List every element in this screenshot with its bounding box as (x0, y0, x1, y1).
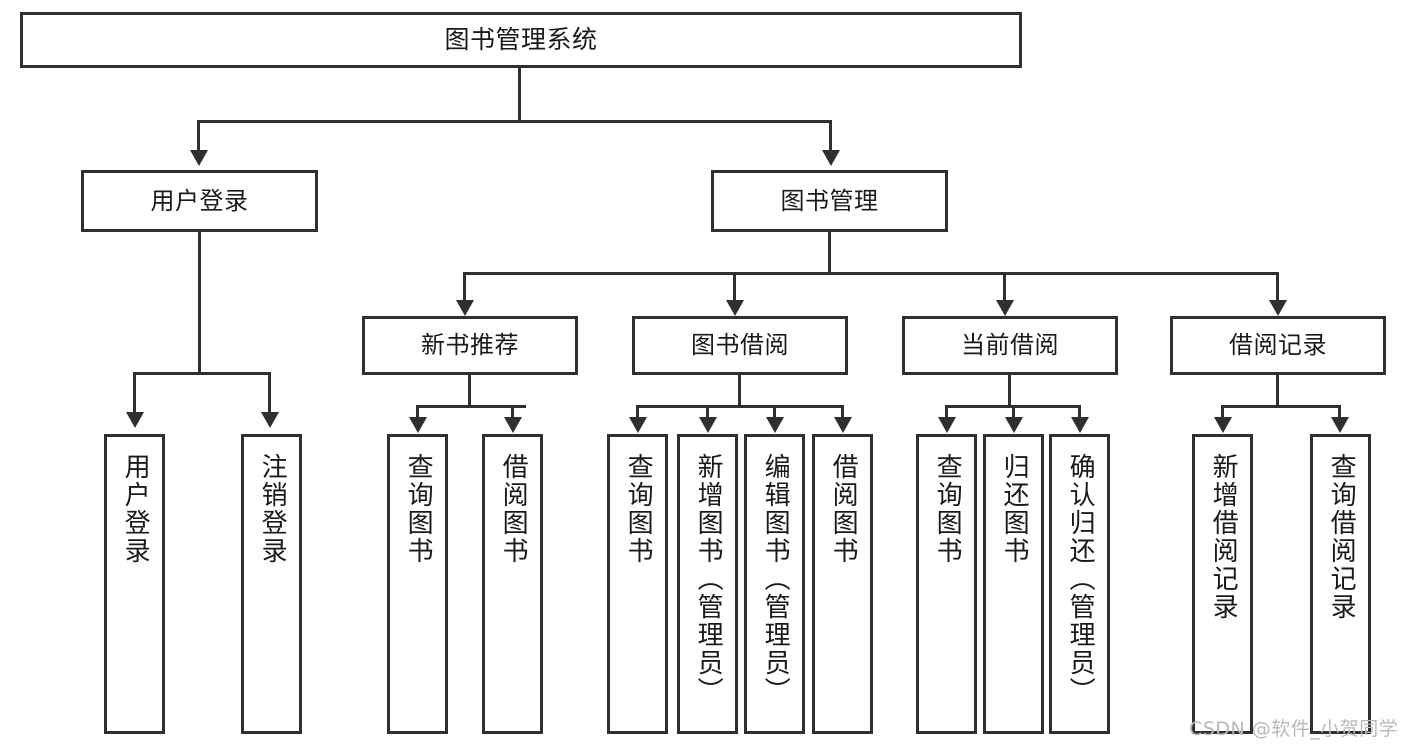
node-label: 借阅图书 (498, 453, 529, 565)
node-new-book-recommend[interactable]: 新书推荐 (362, 316, 578, 375)
edge-level3-bus (463, 272, 1279, 275)
arrowhead-to-borrow-record (1269, 300, 1287, 316)
edge-borrow-record-bus (1221, 405, 1341, 408)
edge-book-borrow-bus (636, 405, 844, 408)
csdn-watermark: CSDN @软件_小贺同学 (1189, 718, 1399, 740)
node-leaf-add-borrow-record[interactable]: 新增借阅记录 (1192, 434, 1253, 734)
arrowhead-to-book-borrow (726, 300, 744, 316)
edge-bb-to-leaf4 (841, 405, 844, 417)
node-leaf-add-book-admin[interactable]: 新增图书（管理员） (677, 434, 738, 734)
node-label: 新增图书（管理员） (693, 453, 724, 705)
edge-book-management-stem (828, 232, 831, 274)
edge-root-to-book-management (829, 120, 832, 150)
edge-borrow-record-stem (1276, 375, 1279, 407)
edge-cb-to-leaf3 (1078, 405, 1081, 417)
node-leaf-user-login[interactable]: 用户登录 (104, 434, 165, 734)
edge-current-borrow-bus (945, 405, 1078, 408)
arrowhead-bb-to-leaf4 (834, 417, 852, 433)
arrowhead-bb-to-leaf3 (766, 417, 784, 433)
node-label: 用户登录 (150, 186, 249, 215)
edge-to-new-book-recommend (463, 272, 466, 300)
arrowhead-user-login-to-leaf1 (126, 412, 144, 428)
arrowhead-cb-to-leaf3 (1071, 417, 1089, 433)
arrowhead-cb-to-leaf2 (1005, 417, 1023, 433)
edge-root-stem (518, 68, 521, 120)
edge-new-book-recommend-stem (468, 375, 471, 407)
edge-user-login-bus (133, 372, 270, 375)
edge-bb-to-leaf3 (773, 405, 776, 417)
edge-user-login-stem (198, 232, 201, 374)
node-label: 查询图书 (623, 453, 654, 565)
node-leaf-edit-book-admin[interactable]: 编辑图书（管理员） (744, 434, 805, 734)
node-leaf-query-book-recommend[interactable]: 查询图书 (387, 434, 448, 734)
edge-bb-to-leaf1 (636, 405, 639, 417)
edge-book-borrow-stem (738, 375, 741, 407)
arrowhead-bb-to-leaf1 (629, 417, 647, 433)
edge-new-book-recommend-bus (416, 405, 526, 408)
node-leaf-return-book[interactable]: 归还图书 (983, 434, 1044, 734)
node-label: 编辑图书（管理员） (760, 453, 791, 705)
node-label: 查询图书 (932, 453, 963, 565)
node-borrow-record[interactable]: 借阅记录 (1170, 316, 1386, 375)
arrowhead-root-to-book-management (822, 150, 840, 166)
node-label: 图书管理系统 (444, 25, 598, 55)
node-leaf-borrow-book-recommend[interactable]: 借阅图书 (482, 434, 543, 734)
edge-nbr-to-leaf1 (416, 405, 419, 417)
edge-br-to-leaf2 (1338, 405, 1341, 417)
edge-user-login-to-leaf1 (133, 372, 136, 412)
node-label: 查询图书 (403, 453, 434, 565)
arrowhead-to-new-book-recommend (456, 300, 474, 316)
arrowhead-user-login-to-leaf2 (261, 412, 279, 428)
arrowhead-bb-to-leaf2 (699, 417, 717, 433)
node-book-management[interactable]: 图书管理 (711, 170, 948, 232)
edge-to-current-borrow (1003, 272, 1006, 300)
edge-cb-to-leaf1 (945, 405, 948, 417)
arrowhead-to-current-borrow (996, 300, 1014, 316)
node-label: 借阅记录 (1229, 331, 1327, 360)
edge-br-to-leaf1 (1221, 405, 1224, 417)
node-leaf-logout[interactable]: 注销登录 (241, 434, 302, 734)
node-label: 确认归还（管理员） (1065, 453, 1096, 705)
node-label: 借阅图书 (828, 453, 859, 565)
edge-root-bus (197, 120, 832, 123)
node-label: 查询借阅记录 (1326, 453, 1357, 621)
node-leaf-query-book-current[interactable]: 查询图书 (916, 434, 977, 734)
node-label: 用户登录 (120, 453, 151, 565)
node-leaf-confirm-return-admin[interactable]: 确认归还（管理员） (1049, 434, 1110, 734)
node-root-system[interactable]: 图书管理系统 (20, 12, 1022, 68)
arrowhead-br-to-leaf1 (1214, 417, 1232, 433)
node-label: 归还图书 (999, 453, 1030, 565)
node-label: 新增借阅记录 (1208, 453, 1239, 621)
arrowhead-cb-to-leaf1 (938, 417, 956, 433)
node-leaf-query-borrow-record[interactable]: 查询借阅记录 (1310, 434, 1371, 734)
node-leaf-borrow-book[interactable]: 借阅图书 (812, 434, 873, 734)
node-label: 图书借阅 (691, 331, 789, 360)
edge-nbr-to-leaf2 (511, 405, 514, 417)
edge-root-to-user-login (197, 120, 200, 150)
node-leaf-query-book-borrow[interactable]: 查询图书 (607, 434, 668, 734)
edge-current-borrow-stem (1008, 375, 1011, 407)
edge-to-book-borrow (733, 272, 736, 300)
edge-bb-to-leaf2 (706, 405, 709, 417)
node-user-login[interactable]: 用户登录 (81, 170, 318, 232)
edge-to-borrow-record (1276, 272, 1279, 300)
arrowhead-nbr-to-leaf2 (504, 417, 522, 433)
edge-user-login-to-leaf2 (268, 372, 271, 412)
node-book-borrow[interactable]: 图书借阅 (632, 316, 848, 375)
node-label: 注销登录 (257, 453, 288, 565)
node-label: 新书推荐 (421, 331, 519, 360)
node-label: 当前借阅 (961, 331, 1059, 360)
arrowhead-nbr-to-leaf1 (409, 417, 427, 433)
edge-cb-to-leaf2 (1012, 405, 1015, 417)
node-label: 图书管理 (780, 186, 879, 215)
node-current-borrow[interactable]: 当前借阅 (902, 316, 1118, 375)
arrowhead-br-to-leaf2 (1331, 417, 1349, 433)
arrowhead-root-to-user-login (190, 150, 208, 166)
